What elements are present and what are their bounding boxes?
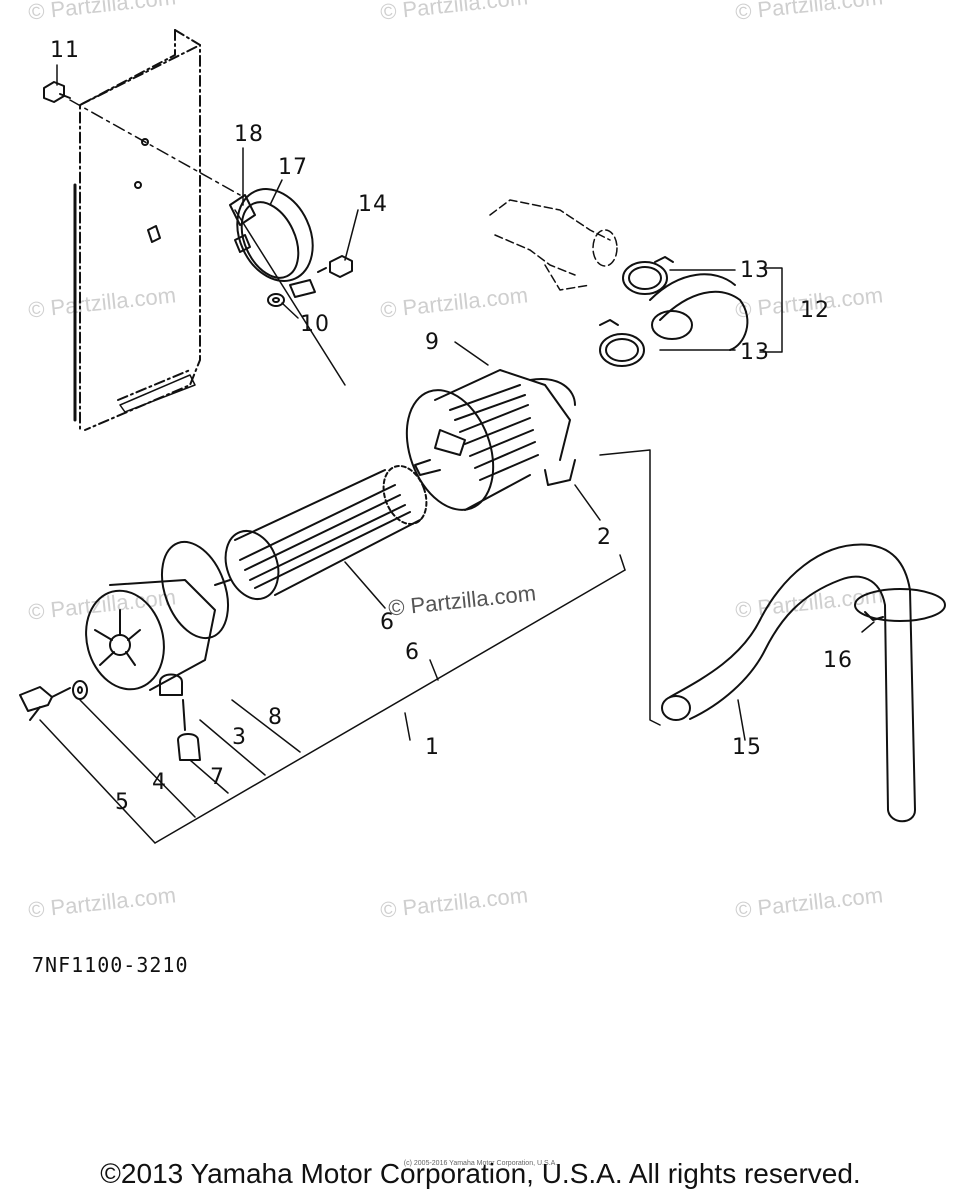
o-ring-8 <box>161 540 229 640</box>
air-cleaner-case-9 <box>405 369 576 511</box>
part-number-label: 3 <box>232 725 247 750</box>
part-number-label: 10 <box>300 312 330 337</box>
clamp-13-lower <box>599 319 645 367</box>
bracket-panel <box>79 29 201 431</box>
part-number-label: 7 <box>210 765 225 790</box>
part-number-label: 17 <box>278 155 308 180</box>
part-number-label: 1 <box>425 735 440 760</box>
part-number-label: 2 <box>597 525 612 550</box>
strap-bracket-17 <box>229 188 316 298</box>
panel-slot <box>147 225 161 243</box>
part-number-label: 8 <box>268 705 283 730</box>
panel-hole <box>134 181 142 189</box>
part-number-label: 11 <box>50 38 80 63</box>
clamp-13-upper <box>622 256 674 295</box>
diagram-code: 7NF1100-3210 <box>32 953 189 977</box>
panel-hole <box>141 138 149 146</box>
wing-nut-5 <box>19 686 71 721</box>
leader-lines <box>39 64 875 844</box>
part-number-label: 13 <box>740 258 770 283</box>
part-number-label: 16 <box>823 648 853 673</box>
part-number-label: 14 <box>358 192 388 217</box>
valve-7 <box>177 699 201 761</box>
small-copyright: (c) 2005-2016 Yamaha Motor Corporation, … <box>403 1160 558 1167</box>
part-number-label: 18 <box>234 122 264 147</box>
washer-10 <box>267 293 285 307</box>
part-number-label: 5 <box>115 790 130 815</box>
hose-15 <box>661 543 916 823</box>
filter-element-6 <box>214 464 428 600</box>
clamp-16 <box>854 588 946 622</box>
hose-joint-12 <box>649 273 749 351</box>
part-number-label: 6 <box>405 640 420 665</box>
part-number-label: 9 <box>425 330 440 355</box>
cap-3 <box>85 579 216 696</box>
bolt-11 <box>43 81 71 103</box>
copyright-footer: ©2013 Yamaha Motor Corporation, U.S.A. A… <box>100 1158 861 1189</box>
part-number-label: 6 <box>380 610 395 635</box>
part-number-label: 4 <box>152 770 167 795</box>
intake-pipe-ghost <box>489 199 618 291</box>
part-number-label: 15 <box>732 735 762 760</box>
part-number-label: 13 <box>740 340 770 365</box>
part-number-label: 12 <box>800 298 830 323</box>
bolt-14 <box>317 255 353 278</box>
washer-4 <box>72 680 88 700</box>
